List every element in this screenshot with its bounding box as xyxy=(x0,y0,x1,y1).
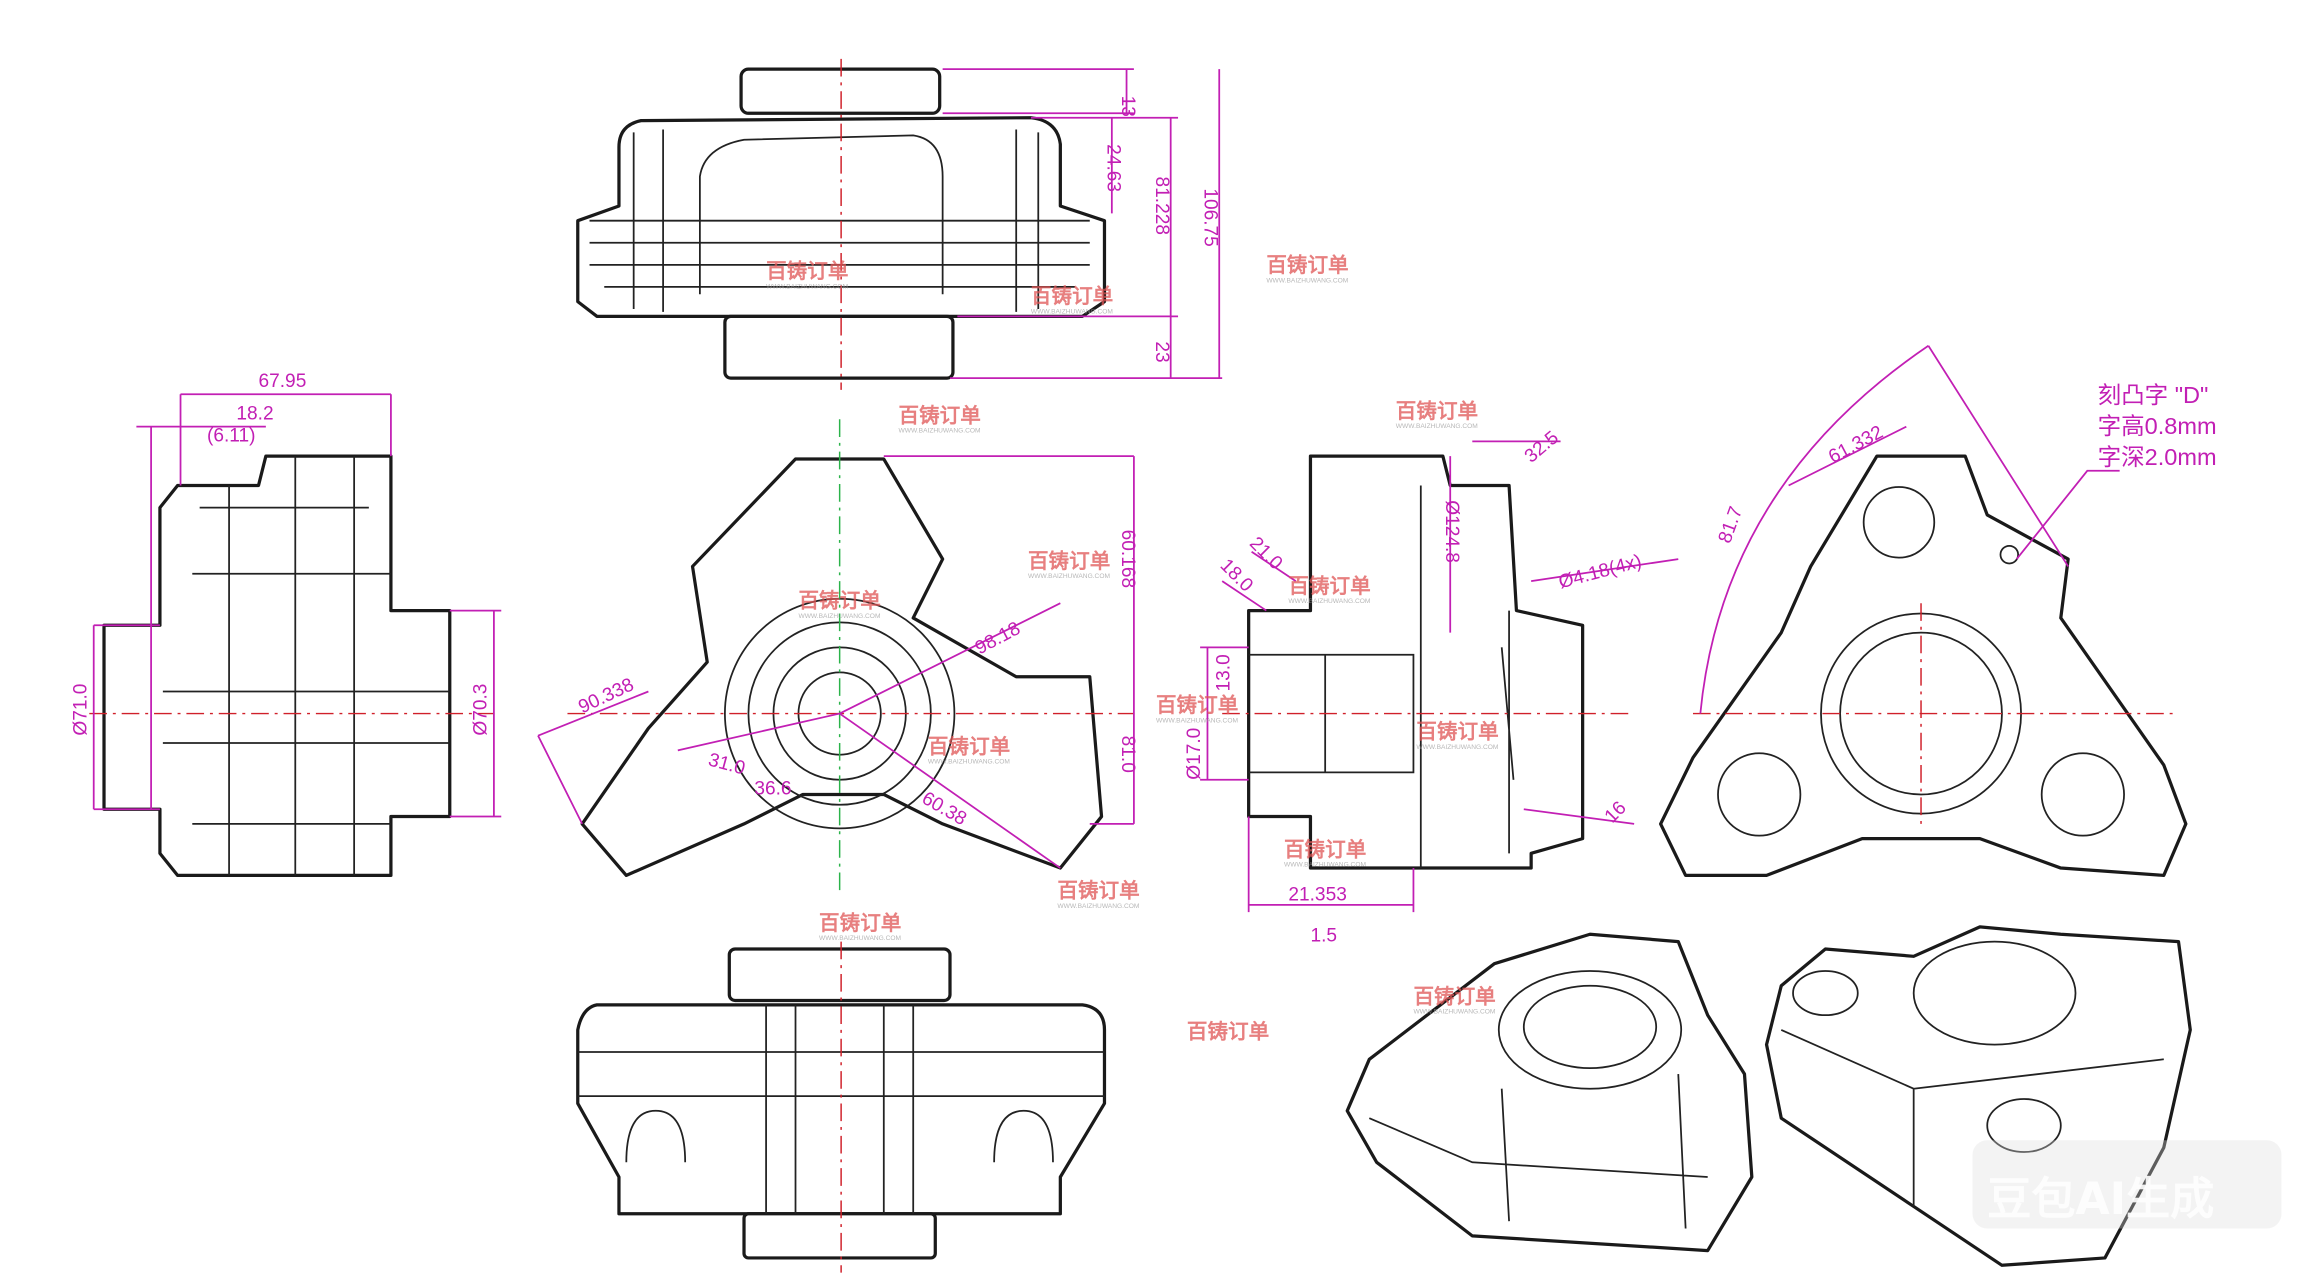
watermark-url: WWW.BAIZHUWANG.COM xyxy=(928,759,1010,766)
engraving-note-line: 字高0.8mm xyxy=(2098,413,2217,439)
watermark-text: 百铸订单 xyxy=(819,911,901,935)
watermark-text: 百铸订单 xyxy=(1284,837,1366,861)
dim-label: Ø17.0 xyxy=(1184,728,1205,780)
watermark-url: WWW.BAIZHUWANG.COM xyxy=(1284,862,1366,869)
dim-label: 32.5 xyxy=(1521,427,1563,467)
front-view: 90.338 60.168 98.18 81.0 60.38 31.0 36.6 xyxy=(537,419,1138,891)
dim-label: 21.353 xyxy=(1288,884,1346,905)
watermark-text: 百铸订单 xyxy=(1187,1020,1269,1044)
isometric-view-bottom xyxy=(1764,925,2192,1267)
dim-label: 13.0 xyxy=(1214,654,1235,691)
dim-label: 1.5 xyxy=(1310,926,1337,947)
watermark-text: 百铸订单 xyxy=(1288,574,1370,598)
dim-label: 81.228 xyxy=(1151,177,1172,235)
watermark-url: WWW.BAIZHUWANG.COM xyxy=(1031,308,1113,315)
watermark-url: WWW.BAIZHUWANG.COM xyxy=(1288,598,1370,605)
dim-label: 13 xyxy=(1117,96,1138,117)
watermark-text: 百铸订单 xyxy=(766,259,848,283)
watermark-url: WWW.BAIZHUWANG.COM xyxy=(1156,717,1238,724)
watermark-url: WWW.BAIZHUWANG.COM xyxy=(1057,903,1139,910)
top-view: 13 24.63 81.228 106.75 23 xyxy=(576,58,1223,390)
side-view: 32.5 Ø124.8 18.0 21.0 Ø17.0 13.0 16 21.3… xyxy=(1184,427,1679,947)
dim-label: 60.168 xyxy=(1117,530,1138,588)
dim-label: 18.0 xyxy=(1216,555,1257,596)
watermark-url: WWW.BAIZHUWANG.COM xyxy=(899,428,981,435)
dim-label: 106.75 xyxy=(1200,188,1221,246)
watermark-text: 百铸订单 xyxy=(1266,253,1348,277)
watermark-url: WWW.BAIZHUWANG.COM xyxy=(1266,277,1348,284)
dim-label: Ø4.18(4x) xyxy=(1556,551,1644,593)
dim-label: Ø70.3 xyxy=(471,684,492,736)
ai-generated-badge: 豆包AI生成 xyxy=(1972,1140,2282,1229)
watermark-url: WWW.BAIZHUWANG.COM xyxy=(1396,423,1478,430)
watermark-url: WWW.BAIZHUWANG.COM xyxy=(1416,744,1498,751)
engraving-note-line: 字深2.0mm xyxy=(2098,444,2217,470)
dim-label: 90.338 xyxy=(575,674,637,718)
watermark-text: 百铸订单 xyxy=(899,403,981,427)
dim-label: 24.63 xyxy=(1102,144,1123,192)
watermark-text: 百铸订单 xyxy=(1028,549,1110,573)
dim-label: 81.0 xyxy=(1117,736,1138,773)
dim-label: Ø71.0 xyxy=(70,684,91,736)
bottom-view xyxy=(576,941,1107,1273)
right-view: 81.7 61.332 刻凸字 "D" 字高0.8mm 字深2.0mm xyxy=(1658,345,2217,878)
watermark-text: 百铸订单 xyxy=(1413,984,1495,1008)
watermark-text: 百铸订单 xyxy=(1156,693,1238,717)
dim-label: 18.2 xyxy=(236,403,273,424)
dim-label: (6.11) xyxy=(207,425,256,446)
dim-label: 36.6 xyxy=(754,778,791,799)
watermark-url: WWW.BAIZHUWANG.COM xyxy=(1028,573,1110,580)
watermark-text: 百铸订单 xyxy=(1396,399,1478,423)
watermark-url: WWW.BAIZHUWANG.COM xyxy=(819,935,901,942)
isometric-view-top xyxy=(1345,932,1754,1253)
engraving-note-line: 刻凸字 "D" xyxy=(2098,382,2209,408)
dim-label: 67.95 xyxy=(258,371,306,392)
watermark-text: 百铸订单 xyxy=(1031,284,1113,308)
left-view: 67.95 18.2 (6.11) Ø71.0 Ø70.3 xyxy=(70,371,502,878)
watermark-text: 百铸订单 xyxy=(1416,720,1498,744)
dim-label: Ø124.8 xyxy=(1441,500,1462,563)
dim-label: 21.0 xyxy=(1245,533,1286,574)
ai-badge-text: 豆包AI生成 xyxy=(1987,1174,2214,1225)
dim-label: 23 xyxy=(1151,341,1172,362)
watermark-url: WWW.BAIZHUWANG.COM xyxy=(766,283,848,290)
watermark-url: WWW.BAIZHUWANG.COM xyxy=(798,613,880,620)
dim-label: 98.18 xyxy=(972,618,1024,659)
watermark-text: 百铸订单 xyxy=(1057,878,1139,902)
watermark-text: 百铸订单 xyxy=(928,734,1010,758)
dim-label: 81.7 xyxy=(1715,504,1747,546)
watermark-text: 百铸订单 xyxy=(798,589,880,613)
watermark-url: WWW.BAIZHUWANG.COM xyxy=(1413,1009,1495,1016)
